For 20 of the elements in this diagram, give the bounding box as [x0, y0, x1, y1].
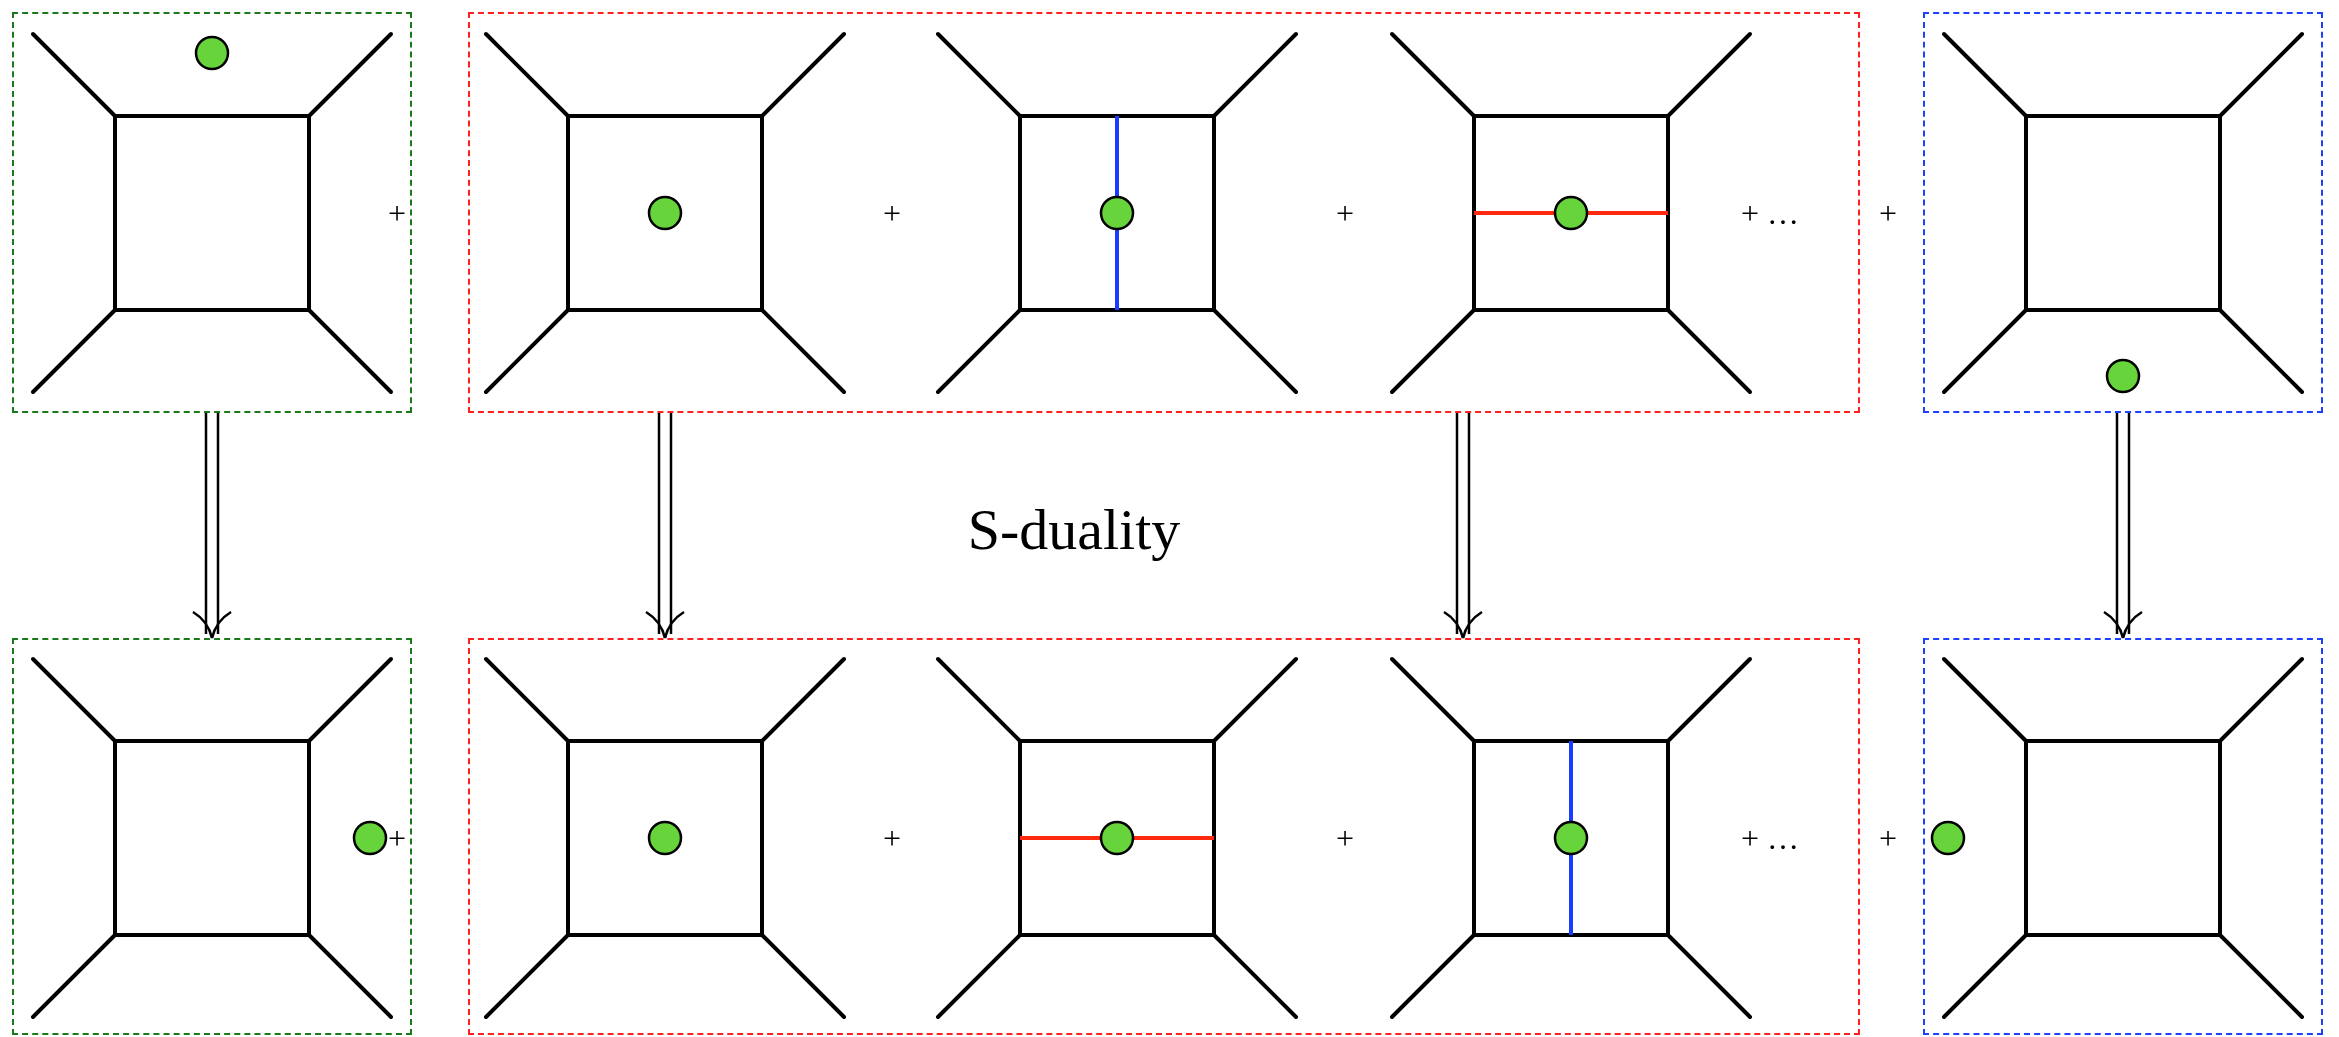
dashed-frame: [468, 12, 1860, 413]
double-arrow: [191, 411, 233, 640]
dashed-frame: [12, 638, 412, 1035]
plus-sign: +: [883, 822, 901, 854]
plus-sign: +: [1879, 822, 1897, 854]
plus-sign: +: [1336, 822, 1354, 854]
plus-sign: +: [883, 197, 901, 229]
plus-sign: +: [388, 822, 406, 854]
plus-sign: + …: [1741, 197, 1799, 229]
double-arrow: [1442, 411, 1484, 640]
annotation-text: S-duality: [967, 501, 1181, 559]
double-arrow: [644, 411, 686, 640]
dashed-frame: [1923, 12, 2323, 413]
plus-sign: + …: [1741, 822, 1799, 854]
double-arrow: [2102, 411, 2144, 640]
plus-sign: +: [388, 197, 406, 229]
plus-sign: +: [1336, 197, 1354, 229]
dashed-frame: [12, 12, 412, 413]
plus-sign: +: [1879, 197, 1897, 229]
dashed-frame: [468, 638, 1860, 1035]
